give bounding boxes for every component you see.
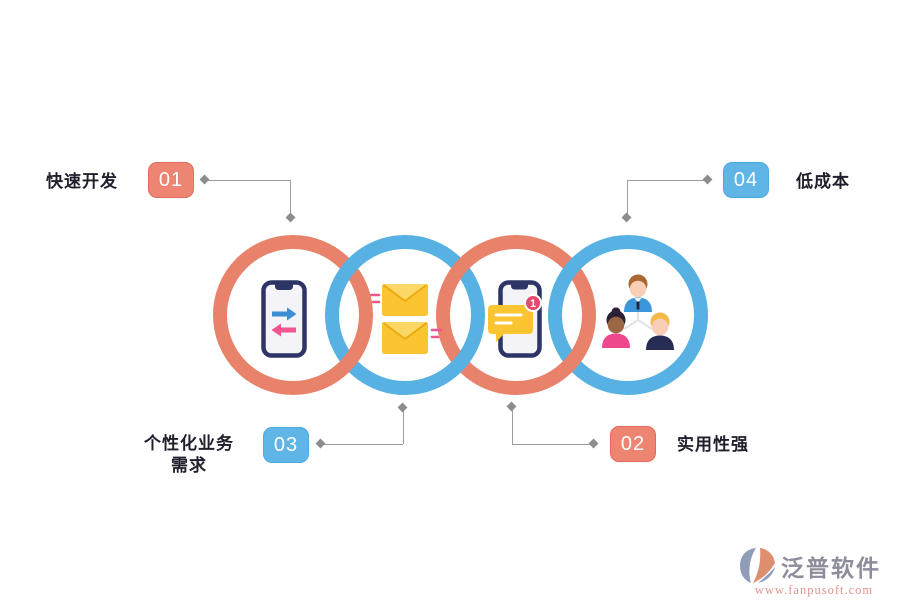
connector-4-line-v [627,180,628,216]
callout-1-label: 快速开发 [46,172,118,191]
brand-website: www.fanpusoft.com [754,583,874,597]
brand-watermark: 泛普软件 www.fanpusoft.com [738,547,890,598]
person-right-icon [646,312,674,350]
connector-4-line-h [627,180,707,181]
callout-1-badge: 01 [148,162,194,198]
connector-1-line-h [207,180,290,181]
callout-4-badge: 04 [723,162,769,198]
ring-3-weave-patch [532,331,594,393]
callout-3-label: 个性化业务 需求 [144,434,234,475]
phone-chat-icon: 1 [488,280,542,358]
callout-4-label: 低成本 [796,172,850,191]
person-top-icon [624,274,652,312]
ring-3 [436,235,596,395]
motion-dashes-icon [369,293,443,339]
connector-1-line-v [290,180,291,216]
connector-2-line-v [512,408,513,444]
connector-3-line-h [322,444,403,445]
envelope-top-icon [382,284,428,316]
notification-badge [524,294,542,312]
chat-bubble-icon [488,305,533,342]
org-lines [623,312,653,330]
brand-name: 泛普软件 [781,556,881,581]
envelope-bottom-icon [382,322,428,354]
arrow-left-icon [271,323,296,337]
team-org-icon [602,274,674,350]
fanpu-logo-icon [740,548,775,583]
mail-messages-icon [369,284,443,354]
ring-1-weave-patch [309,331,371,393]
connector-2-line-h [512,444,593,445]
ring-4 [548,235,708,395]
callout-3-badge: 03 [263,427,309,463]
callout-2-badge: 02 [610,426,656,462]
callout-2-label: 实用性强 [677,435,749,454]
arrow-right-icon [272,307,297,321]
notification-count: 1 [530,298,536,310]
person-left-icon [602,307,630,348]
ring-2 [325,235,485,395]
ring-2-weave-patch [421,331,483,393]
connector-3-line-v [403,409,404,444]
phone-transfer-icon [261,280,307,358]
ring-1 [213,235,373,395]
